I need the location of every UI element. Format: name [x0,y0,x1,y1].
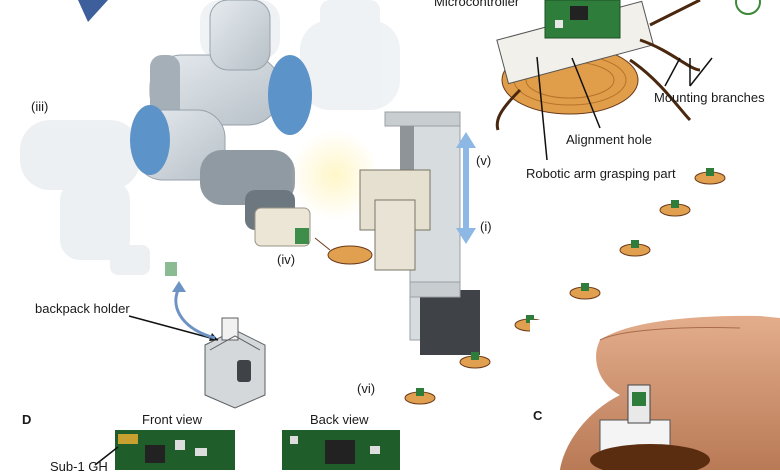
linear-stage [359,111,480,355]
direction-arrow [78,0,108,22]
mounted-cockroach [495,0,701,131]
label-partial: Sub-1 GH [50,459,108,474]
label-backpack-holder: backpack holder [35,301,130,316]
label-panel-d: D [22,412,32,427]
transfer-arrow [174,289,216,340]
label-robotic-arm-grasping-part: Robotic arm grasping part [526,166,676,181]
label-panel-c: C [533,408,543,423]
ghost-robot-arm [20,120,150,275]
gripper-backpack [295,228,309,244]
green-marker [735,0,761,15]
hand-photo [530,315,780,475]
label-mounting-branches: Mounting branches [654,90,765,105]
label-alignment-hole: Alignment hole [566,132,652,147]
label-step-v: (v) [476,153,492,168]
light-glow [290,130,380,220]
label-front-view: Front view [142,412,202,427]
label-microcontroller: Microcontroller [434,0,520,9]
vertical-arrow [456,132,476,244]
label-step-vi: (vi) [357,381,376,396]
pcb-back-view [282,430,400,470]
label-back-view: Back view [310,412,369,427]
pcb-front-view [115,430,235,470]
label-step-iii: (iii) [31,99,49,114]
label-step-iv: (iv) [277,252,296,267]
backpack-holder-pointer [128,315,219,341]
label-step-i: (i) [480,219,492,234]
stage-cockroach [314,237,373,265]
backpack-holder [204,317,266,409]
robot-arm [130,0,312,247]
